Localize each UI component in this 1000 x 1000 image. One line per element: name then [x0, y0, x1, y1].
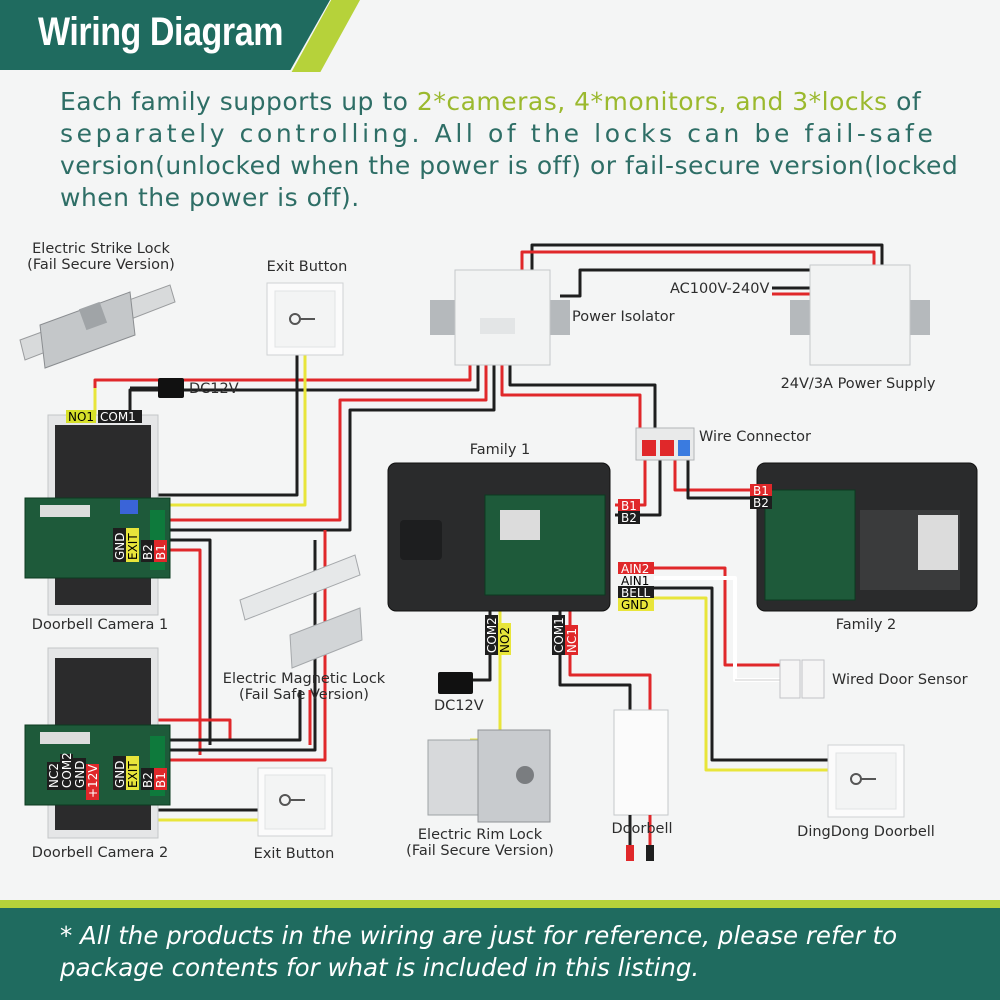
label-doorbell: Doorbell — [611, 821, 673, 837]
intro-paragraph: Each family supports up to 2*cameras, 4*… — [60, 86, 960, 214]
exit-button-bottom-image — [257, 767, 333, 837]
label-ac-input: AC100V-240V — [670, 281, 770, 297]
magnetic-lock-image — [239, 554, 363, 669]
tag-com2-cam: COM2 — [60, 752, 74, 788]
doorbell-camera-2-image — [24, 647, 171, 839]
label-rim-lock-sub: (Fail Secure Version) — [406, 843, 554, 859]
tag-b1-1: B1 — [154, 544, 168, 560]
label-doorbell-camera-2: Doorbell Camera 2 — [31, 845, 169, 861]
intro-line-3: version(unlocked when the power is off) … — [60, 151, 959, 180]
doorbell-chime-image — [613, 709, 669, 861]
tag-no2: NO2 — [498, 627, 512, 653]
door-sensor-image — [779, 659, 825, 699]
exit-button-top-image — [266, 282, 344, 356]
tag-bell: BELL — [621, 586, 651, 600]
tag-b1-family2: B1 — [753, 484, 769, 498]
tag-no1: NO1 — [68, 410, 94, 424]
page-title: Wiring Diagram — [38, 10, 283, 54]
label-magnetic-lock: Electric Magnetic Lock — [222, 671, 386, 687]
header-banner: Wiring Diagram — [0, 0, 1000, 72]
intro-text-1: Each family supports up to — [60, 87, 417, 116]
label-family-2: Family 2 — [835, 617, 897, 633]
wire-ac-red — [520, 250, 876, 272]
tag-b1-2: B1 — [154, 772, 168, 788]
wire-iso-connector-black — [508, 365, 657, 430]
tag-ain1: AIN1 — [621, 574, 649, 588]
tag-com1-family1: COM1 — [552, 617, 566, 653]
intro-line-2: separately controlling. All of the locks… — [60, 119, 937, 148]
rim-lock-image — [427, 729, 551, 823]
family-2-monitor-image — [756, 462, 978, 612]
tag-ain2: AIN2 — [621, 562, 649, 576]
label-wire-connector: Wire Connector — [699, 429, 812, 445]
tag-b2-family2: B2 — [753, 496, 769, 510]
wire-exit-yellow — [140, 355, 307, 507]
footer-banner: * All the products in the wiring are jus… — [0, 900, 1000, 1000]
tag-com2: COM2 — [485, 617, 499, 653]
label-exit-button-bottom: Exit Button — [253, 846, 335, 862]
label-power-supply: 24V/3A Power Supply — [780, 376, 936, 392]
wire-iso-connector-red — [500, 365, 642, 430]
tag-com1: COM1 — [100, 410, 136, 424]
tag-gnd-family1: GND — [621, 598, 649, 612]
tag-exit-2: EXIT — [126, 761, 140, 788]
label-power-isolator: Power Isolator — [572, 309, 675, 325]
tag-b2-2: B2 — [141, 772, 155, 788]
tag-b1-family1: B1 — [621, 499, 637, 513]
label-dingdong: DingDong Doorbell — [797, 824, 935, 840]
tag-gnd-2: GND — [113, 760, 127, 788]
dc12v-adapter-bottom — [438, 672, 473, 694]
power-isolator-image — [430, 269, 570, 366]
footer-note: * All the products in the wiring are jus… — [60, 921, 898, 982]
tag-exit-1: EXIT — [126, 533, 140, 560]
tag-b2-1: B2 — [141, 544, 155, 560]
footer-accent-line — [0, 900, 1000, 908]
wire-connector-image — [635, 427, 695, 461]
label-dc12v-bottom: DC12V — [434, 698, 484, 714]
intro-line-4: when the power is off). — [60, 183, 360, 212]
dc12v-adapter-top — [158, 378, 184, 398]
label-exit-button-top: Exit Button — [266, 259, 348, 275]
label-strike-lock-sub: (Fail Secure Version) — [27, 257, 175, 273]
tag-12v: +12V — [86, 764, 100, 798]
intro-text-2: of — [887, 87, 922, 116]
header-bar — [0, 0, 330, 70]
label-family-1: Family 1 — [469, 442, 531, 458]
intro-highlight: 2*cameras, 4*monitors, and 3*locks — [416, 87, 888, 116]
label-door-sensor: Wired Door Sensor — [832, 672, 968, 688]
doorbell-camera-1-image — [24, 414, 171, 616]
dingdong-button-image — [827, 744, 905, 818]
label-magnetic-lock-sub: (Fail Safe Version) — [239, 687, 369, 703]
label-rim-lock: Electric Rim Lock — [417, 827, 543, 843]
tag-gnd-2a: GND — [73, 760, 87, 788]
tag-nc1: NC1 — [565, 628, 579, 653]
label-dc12v-top: DC12V — [189, 381, 239, 397]
family-1-monitor-image — [387, 462, 611, 612]
tag-b2-family1: B2 — [621, 511, 637, 525]
strike-lock-image — [19, 284, 176, 369]
tag-nc2: NC2 — [47, 763, 61, 788]
tag-gnd-1: GND — [113, 532, 127, 560]
label-strike-lock: Electric Strike Lock — [32, 241, 170, 257]
power-supply-image — [790, 264, 930, 366]
wire-ac-black — [530, 243, 884, 270]
label-doorbell-camera-1: Doorbell Camera 1 — [31, 617, 169, 633]
